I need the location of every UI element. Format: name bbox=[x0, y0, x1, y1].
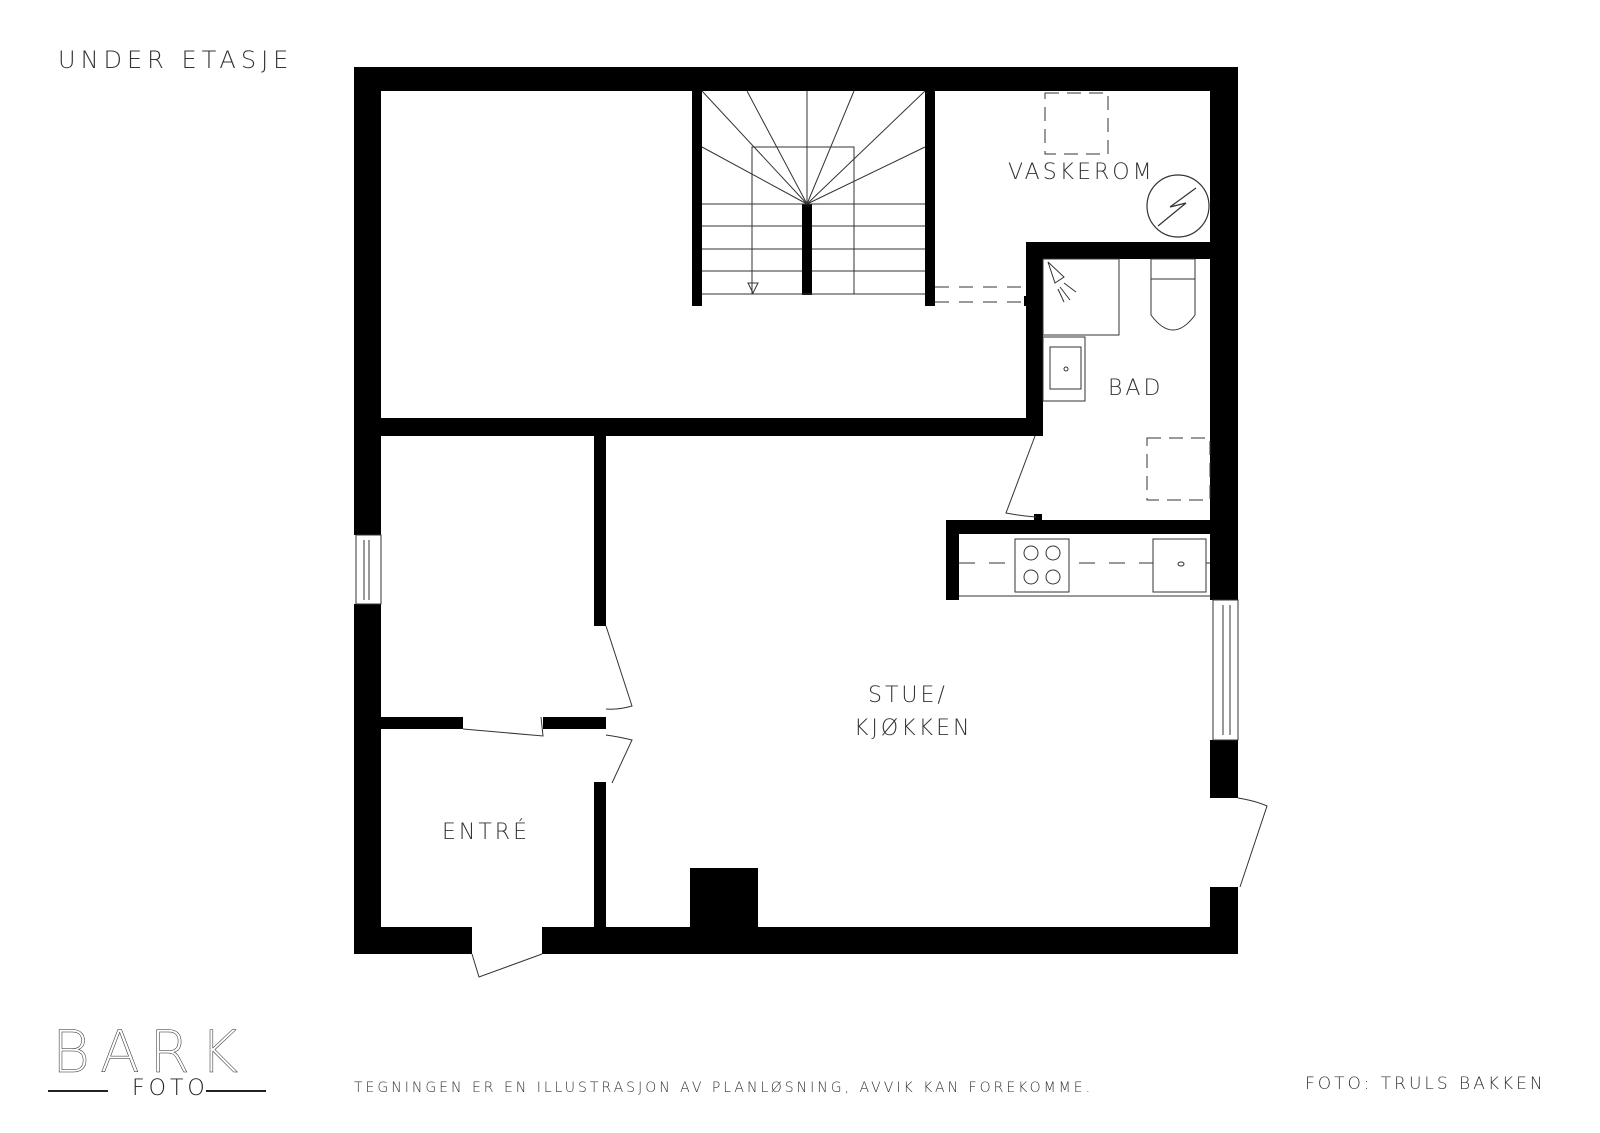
room-label-stue: STUE/ bbox=[868, 683, 948, 708]
window-icon-right bbox=[1212, 599, 1239, 741]
photo-credit: FOTO: TRULS BAKKEN bbox=[1305, 1074, 1546, 1094]
room-label-bad: BAD bbox=[1108, 376, 1164, 401]
walls bbox=[354, 67, 1238, 954]
kitchen-sink-icon bbox=[1152, 538, 1207, 593]
sink-icon bbox=[1042, 336, 1086, 402]
disclaimer-text: TEGNINGEN ER EN ILLUSTRASJON AV PLANLØSN… bbox=[354, 1080, 1094, 1096]
logo-divider-left bbox=[48, 1090, 108, 1092]
washer-icon bbox=[1044, 92, 1109, 155]
stair-icon bbox=[701, 90, 926, 295]
dryer-icon bbox=[1146, 437, 1211, 501]
window-icon bbox=[355, 534, 382, 605]
logo-main-text: BARK bbox=[52, 1018, 248, 1087]
door-swing-icon bbox=[462, 625, 1268, 978]
bark-foto-logo: BARK FOTO bbox=[48, 1018, 268, 1101]
kitchen-counter bbox=[959, 562, 1210, 597]
dashed-opening bbox=[935, 286, 1024, 303]
toilet-icon bbox=[1150, 258, 1196, 331]
room-label-kjokken: KJØKKEN bbox=[854, 716, 973, 741]
shower-icon bbox=[1042, 258, 1120, 336]
stove-icon bbox=[1014, 538, 1070, 593]
water-heater-icon bbox=[1146, 174, 1210, 238]
floor-title: UNDER ETASJE bbox=[58, 46, 294, 74]
room-label-vaskerom: VASKEROM bbox=[1008, 160, 1155, 185]
room-label-entre: ENTRÉ bbox=[442, 820, 530, 845]
logo-sub-text: FOTO bbox=[132, 1076, 209, 1101]
door-swing-icon bbox=[1005, 435, 1037, 518]
logo-divider-right bbox=[206, 1090, 266, 1092]
